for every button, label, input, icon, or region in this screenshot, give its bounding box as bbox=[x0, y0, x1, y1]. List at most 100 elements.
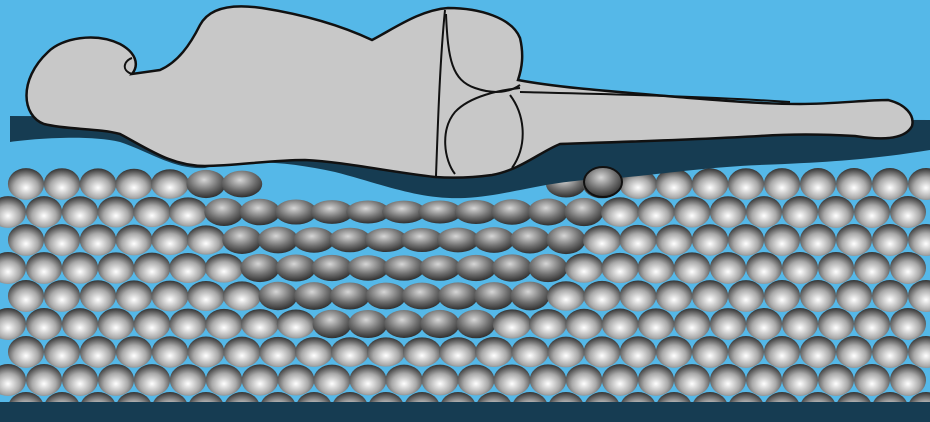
foam-cell bbox=[818, 252, 854, 284]
foam-cell bbox=[854, 196, 890, 228]
foam-cell bbox=[115, 169, 152, 199]
foam-cell bbox=[674, 364, 710, 396]
foam-cell bbox=[746, 308, 782, 340]
foam-cell bbox=[546, 226, 585, 254]
foam-cell bbox=[728, 168, 764, 200]
foam-cell bbox=[782, 364, 818, 396]
foam-cell bbox=[134, 364, 170, 396]
foam-cell bbox=[656, 224, 693, 255]
foam-cell bbox=[421, 365, 458, 396]
foam-cell bbox=[656, 280, 693, 311]
foam-cell bbox=[710, 196, 746, 228]
foam-cell bbox=[746, 196, 782, 228]
foam-cell bbox=[458, 365, 495, 396]
foam-cell bbox=[240, 199, 281, 226]
foam-cell bbox=[419, 255, 460, 281]
foam-cell bbox=[80, 168, 117, 199]
foam-cell bbox=[872, 224, 908, 256]
foam-cell bbox=[259, 337, 296, 367]
foam-cell bbox=[187, 225, 225, 254]
foam-cell bbox=[836, 280, 872, 312]
foam-cell bbox=[222, 226, 261, 254]
foam-cell bbox=[241, 309, 279, 339]
foam-cell bbox=[330, 282, 370, 309]
foam-cell bbox=[294, 282, 334, 310]
foam-cell bbox=[818, 364, 854, 396]
foam-cell bbox=[764, 224, 800, 256]
foam-cell bbox=[619, 225, 656, 255]
foam-cell bbox=[401, 228, 444, 252]
foam-cell bbox=[188, 336, 225, 367]
foam-cell bbox=[204, 198, 243, 226]
foam-cell bbox=[385, 365, 422, 396]
foam-cell bbox=[384, 310, 423, 338]
foam-cell bbox=[638, 364, 674, 396]
foam-cell bbox=[206, 364, 242, 395]
foam-cell bbox=[764, 168, 800, 200]
foam-cell bbox=[278, 364, 315, 395]
foam-cell bbox=[223, 281, 261, 310]
foam-cell bbox=[764, 336, 800, 368]
foam-cell bbox=[276, 254, 316, 281]
foam-cell bbox=[565, 309, 602, 339]
foam-cell bbox=[205, 253, 243, 282]
foam-cell bbox=[510, 227, 550, 254]
foam-cell bbox=[530, 364, 567, 395]
foam-cell bbox=[800, 168, 836, 200]
foam-cell bbox=[151, 281, 188, 312]
foam-cell bbox=[854, 364, 890, 396]
foam-cell bbox=[116, 280, 153, 311]
foam-cell bbox=[44, 168, 80, 200]
foam-cell bbox=[728, 336, 764, 368]
foam-cell bbox=[782, 308, 818, 340]
foam-cell bbox=[116, 336, 152, 368]
foam-cell bbox=[872, 336, 908, 368]
foam-cell bbox=[620, 281, 657, 312]
foam-cell bbox=[547, 337, 584, 368]
foam-cell bbox=[152, 336, 189, 367]
foam-cell bbox=[692, 168, 729, 199]
foam-cell bbox=[474, 282, 513, 310]
foam-cell bbox=[134, 308, 171, 339]
foam-cell bbox=[240, 254, 279, 282]
foam-cell bbox=[222, 171, 262, 198]
foam-cell bbox=[26, 196, 62, 228]
foam-cell bbox=[836, 168, 872, 200]
foam-cell bbox=[566, 364, 602, 395]
foam-cell bbox=[116, 225, 153, 256]
foam-cell bbox=[170, 364, 206, 396]
foam-cell bbox=[151, 225, 189, 255]
foam-cell bbox=[8, 224, 44, 256]
foam-cell bbox=[26, 308, 62, 340]
foam-cell bbox=[637, 197, 674, 227]
foam-cell bbox=[674, 196, 711, 227]
foam-cell bbox=[347, 255, 388, 281]
foam-cell bbox=[133, 253, 170, 284]
foam-cell bbox=[511, 337, 548, 367]
foam-cell bbox=[242, 364, 279, 395]
foam-cell bbox=[8, 280, 44, 312]
foam-cell bbox=[529, 309, 567, 339]
foam-cell bbox=[403, 337, 441, 366]
foam-cell bbox=[836, 224, 872, 256]
foam-cell bbox=[312, 255, 353, 281]
foam-cell bbox=[457, 310, 496, 339]
foam-cell bbox=[367, 337, 405, 366]
foam-cell bbox=[455, 200, 498, 224]
foam-cell bbox=[8, 168, 44, 200]
foam-cell bbox=[62, 364, 98, 396]
foam-cell bbox=[186, 170, 225, 198]
foam-cell bbox=[601, 197, 639, 227]
foam-cell bbox=[565, 253, 603, 282]
foam-cell bbox=[584, 336, 621, 367]
foam-cell bbox=[383, 255, 425, 280]
foam-cell bbox=[80, 280, 116, 312]
foam-cell bbox=[710, 308, 746, 340]
foam-cell bbox=[223, 337, 260, 368]
foam-cell bbox=[836, 336, 872, 368]
foam-cell bbox=[854, 308, 890, 340]
foam-cell bbox=[98, 364, 134, 396]
foam-cell bbox=[293, 227, 334, 252]
